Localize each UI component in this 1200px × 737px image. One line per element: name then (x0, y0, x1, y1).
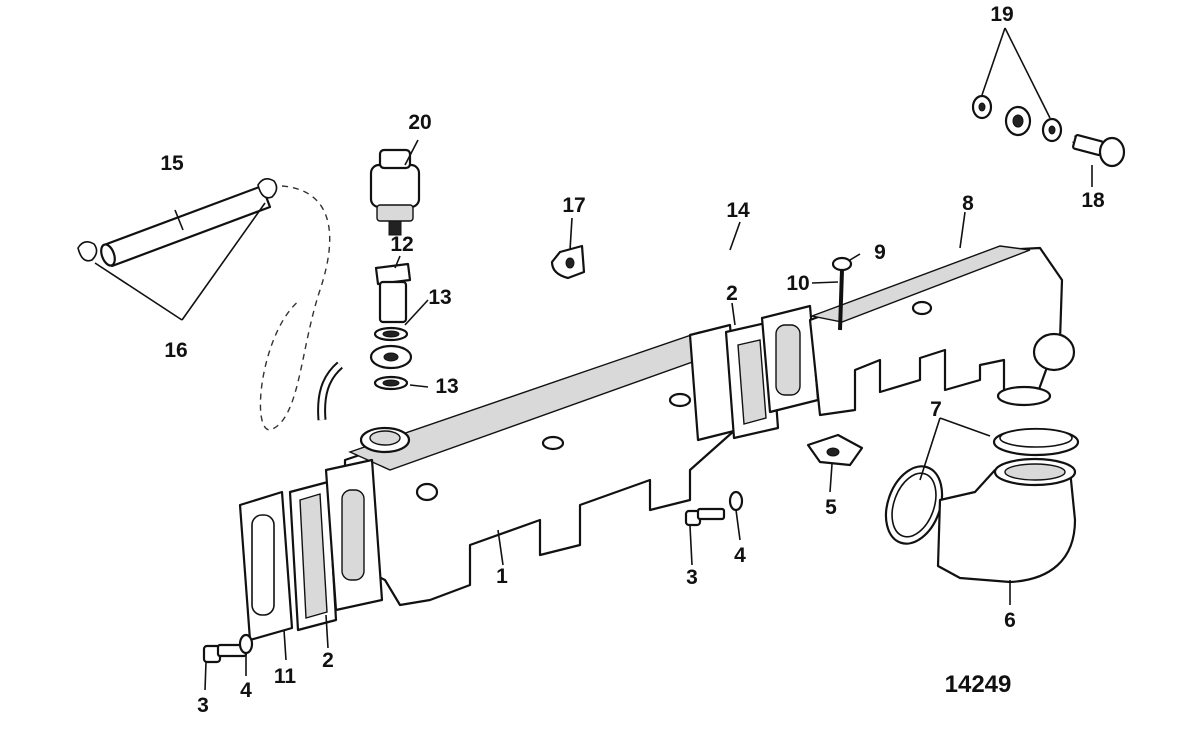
callout-11: 11 (274, 665, 297, 688)
leader-lines (94, 27, 1093, 691)
water-tube-part-14 (317, 105, 1032, 421)
clip-part-17 (550, 244, 586, 280)
callout-17: 17 (562, 194, 585, 217)
callout-2-left: 2 (322, 649, 334, 672)
callout-7: 7 (930, 398, 942, 421)
callout-9: 9 (874, 241, 886, 264)
callout-8: 8 (962, 192, 974, 215)
hose-clamp-part-16 (77, 177, 278, 262)
hose-part-15 (100, 184, 272, 268)
callout-3-upper: 3 (686, 566, 698, 589)
callout-13-lower: 13 (435, 375, 458, 398)
washer-part-19 (971, 94, 1063, 143)
washer-part-4-lower (238, 633, 254, 655)
flange-gasket-left (324, 458, 384, 612)
callout-18: 18 (1081, 189, 1105, 212)
diagram-reference-number: 14249 (945, 671, 1012, 698)
washer-part-4-upper (728, 490, 744, 512)
callout-3-lower: 3 (197, 694, 209, 717)
bolt-part-3-lower (202, 643, 248, 664)
gasket-part-2-left (288, 480, 338, 632)
callout-16: 16 (164, 339, 187, 362)
stud-part-10 (831, 256, 853, 331)
callout-4-lower: 4 (240, 679, 252, 702)
bolt-part-18 (1071, 133, 1126, 168)
callout-15: 15 (160, 152, 184, 175)
manifold-part-8 (808, 245, 1076, 417)
callout-2-middle: 2 (726, 282, 738, 305)
bolt-part-3-upper (684, 507, 726, 527)
callout-5: 5 (825, 496, 837, 519)
callout-6: 6 (1004, 609, 1016, 632)
clamp-part-7 (884, 427, 1080, 545)
gasket-part-2-middle (688, 304, 820, 442)
plate-part-11 (238, 490, 294, 642)
callout-12: 12 (390, 233, 413, 256)
fitting-part-12 (374, 262, 412, 324)
manifold-part-1 (343, 331, 743, 607)
callout-10: 10 (786, 272, 809, 295)
callout-14: 14 (726, 199, 750, 222)
bracket-part-5 (806, 433, 864, 467)
washer-part-13 (373, 326, 409, 391)
sender-part-20 (369, 148, 421, 236)
callout-1: 1 (496, 565, 508, 588)
callout-13-upper: 13 (428, 286, 451, 309)
callout-4-upper: 4 (734, 544, 746, 567)
callout-20: 20 (408, 111, 431, 134)
hose-route-dashed (259, 185, 331, 431)
elbow-part-6 (936, 457, 1077, 584)
callout-19: 19 (990, 3, 1013, 26)
